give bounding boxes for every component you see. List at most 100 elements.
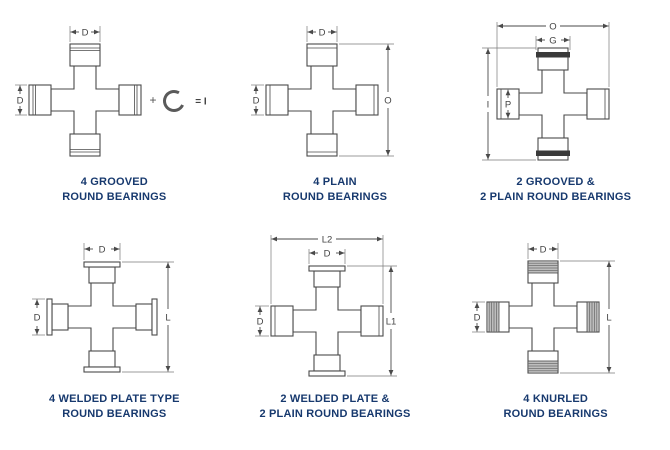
bearing-cap-right [355, 84, 380, 116]
panel-4-knurled: D D L 4 KNURLED ROUND BEARINGS [445, 229, 666, 446]
4-grooved-drawing: D D + = I [14, 26, 207, 157]
bearing-cap-bottom [69, 133, 101, 157]
dim-left: D [472, 301, 486, 333]
bearing-cap-top [88, 266, 116, 284]
caption-line1: 4 GROOVED [80, 176, 148, 188]
2-grooved-2-plain-drawing: O G I P [482, 22, 610, 161]
dim-groove: G [535, 36, 571, 50]
caption-4-grooved: 4 GROOVED ROUND BEARINGS [62, 175, 166, 205]
caption-line1: 4 WELDED PLATE TYPE [48, 393, 180, 405]
bearing-cap-left [270, 305, 295, 337]
dim-top-overall: O [496, 22, 610, 87]
bearing-cap-right [135, 303, 153, 331]
cross-body [265, 43, 380, 157]
dim-top: D [527, 243, 559, 259]
bearing-cap-top [537, 47, 569, 71]
weld-plate-top [308, 265, 347, 272]
4-knurled-drawing: D D L [472, 243, 616, 374]
4-welded-plate-drawing: D D L [31, 243, 174, 373]
snap-ring-formula: + = I [149, 90, 207, 112]
caption-line1: 4 KNURLED [523, 393, 589, 405]
4-plain-drawing: D D O [251, 26, 395, 157]
dim-left: D [255, 305, 270, 337]
dim-plain-cap: P [505, 89, 511, 119]
caption-line2: 2 PLAIN ROUND BEARINGS [259, 407, 411, 420]
cross-body [496, 47, 610, 161]
cross-body [486, 260, 600, 374]
panel-2-welded-2-plain: L2 D D L1 2 WELDED PLATE & [225, 229, 446, 446]
groove-lines [32, 47, 138, 153]
dim-left: D [31, 298, 45, 336]
dim-plate: D [309, 249, 346, 264]
caption-line1: 4 PLAIN [313, 176, 357, 188]
dim-label-groove: G [549, 36, 556, 47]
dim-left-overall: I [482, 47, 537, 161]
weld-plate-top [83, 261, 121, 268]
dim-left: D [251, 84, 265, 116]
dim-label-plain-cap: P [505, 100, 511, 111]
snap-ring-band-bottom [536, 150, 571, 156]
snap-ring-band-top [536, 52, 571, 58]
weld-plate-bottom [83, 366, 121, 373]
panel-2-grooved-2-plain: O G I P 2 GROOVED & 2 PLAIN ROUND [445, 12, 666, 229]
bearing-cap-left [51, 303, 69, 331]
dim-label-left: D [16, 96, 23, 107]
cap-rim-lines [500, 89, 606, 119]
weld-plate-bottom [308, 370, 347, 377]
caption-4-plain: 4 PLAIN ROUND BEARINGS [283, 175, 387, 205]
dim-label-overall-width: O [549, 22, 556, 33]
dim-right-overall: L [560, 260, 616, 374]
bearing-cap-bottom [306, 133, 339, 157]
bearing-cap-left [28, 84, 52, 116]
bearing-cap-bottom [88, 350, 116, 368]
dim-right-overall: L [121, 261, 174, 373]
caption-line2: ROUND BEARINGS [282, 190, 388, 203]
dim-label-top: D [540, 245, 547, 256]
bearing-cap-bottom [313, 354, 342, 372]
dim-label-right: L [165, 313, 170, 324]
dim-top-overall: L2 [271, 235, 384, 304]
dim-top: D [307, 26, 338, 42]
bearing-cap-left [265, 84, 290, 116]
cap-rim-lines [275, 306, 380, 336]
dim-label-left: D [474, 313, 481, 324]
dim-label-inside: I [487, 100, 490, 111]
dim-right-overall: L1 [347, 265, 398, 377]
bearing-cap-right [360, 305, 385, 337]
dim-label-right: L1 [386, 317, 397, 328]
dim-label-top: D [319, 28, 326, 39]
cap-rim-lines [270, 47, 375, 153]
cross-body [270, 265, 385, 377]
panel-4-grooved: D D + = I 4 GROOVED ROUND BEARINGS [4, 12, 225, 229]
bearing-cap-right [118, 84, 142, 116]
dim-label-right: L [607, 313, 612, 324]
dim-label-top: D [81, 28, 88, 39]
bearing-cap-left [496, 88, 520, 120]
caption-4-knurled: 4 KNURLED ROUND BEARINGS [504, 392, 608, 422]
caption-line2: ROUND BEARINGS [62, 407, 167, 420]
dim-label-left: D [33, 313, 40, 324]
caption-2-welded-2-plain: 2 WELDED PLATE & 2 PLAIN ROUND BEARINGS [259, 392, 410, 422]
equals-i-label: = I [195, 97, 207, 108]
dim-label-left: D [253, 96, 260, 107]
bearing-cap-right [586, 88, 610, 120]
cross-body [46, 261, 158, 373]
caption-line2: 2 PLAIN ROUND BEARINGS [480, 190, 632, 203]
panel-4-plain: D D O 4 PLAIN ROUND BEARINGS [225, 12, 446, 229]
bearing-cap-top [306, 43, 339, 67]
dim-right-overall: O [339, 43, 395, 157]
snap-ring-icon [162, 90, 185, 112]
caption-4-welded-plate: 4 WELDED PLATE TYPE ROUND BEARINGS [49, 392, 180, 422]
dim-left: D [14, 84, 27, 116]
weld-plate-left [46, 298, 53, 336]
plus-sign: + [149, 93, 156, 107]
panel-4-welded-plate: D D L 4 WELDED PLATE TYPE ROUND BEARINGS [4, 229, 225, 446]
caption-line1: 2 WELDED PLATE & [280, 393, 390, 405]
dim-top: D [83, 243, 121, 260]
dim-label-top: D [98, 245, 105, 256]
bearing-cap-top [69, 43, 101, 67]
dim-label-right: O [385, 96, 392, 107]
2-welded-2-plain-drawing: L2 D D L1 [255, 235, 398, 377]
cross-body [28, 43, 142, 157]
